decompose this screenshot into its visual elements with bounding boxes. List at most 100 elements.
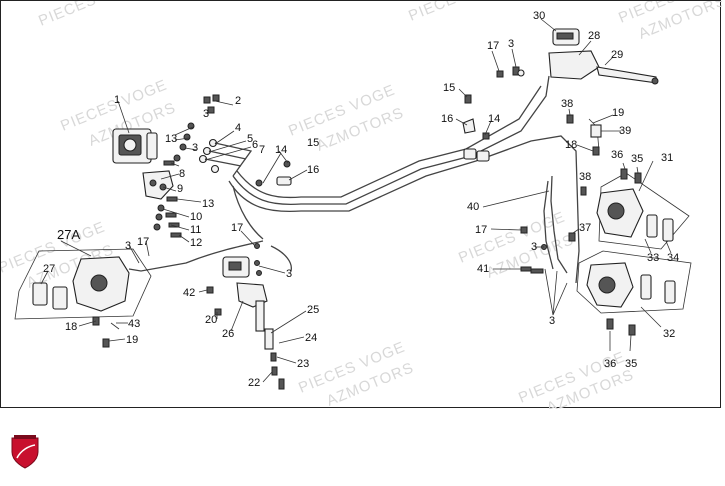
part-label: 37 [579,222,591,234]
bracket-bolt [149,179,157,187]
washer [157,204,165,212]
hose-link [208,150,247,160]
caliper-group-outline [14,248,152,320]
clip [568,232,576,242]
bolt [207,106,215,114]
part-label: 3 [508,38,514,50]
clip [254,243,260,249]
part-label: 41 [477,263,489,275]
part-label: 14 [275,144,287,156]
part-label: 16 [441,113,453,125]
brake-pad [664,280,676,304]
part-label: 14 [488,113,500,125]
part-label: 36 [604,358,616,370]
front-hose-40b [543,180,554,270]
part-label: 33 [647,252,659,264]
bolt [212,94,220,102]
part-label: 27 [43,263,55,275]
rear-brake-hose [128,240,264,272]
part-label: 7 [259,144,265,156]
brake-pad [32,282,48,306]
washer [179,143,187,151]
part-label: 17 [475,224,487,236]
bolt [520,266,532,272]
abs-bracket [142,170,174,200]
part-labels: 1 2 4 5 6 7 3 3 13 8 9 13 10 11 12 14 15… [43,10,679,389]
part-label: 35 [631,153,643,165]
azmotors-logo [11,435,39,469]
bolt [530,268,544,274]
abs-port [123,138,137,152]
clip [254,260,260,266]
front-caliper-lower [576,250,692,336]
part-label: 4 [235,122,241,134]
clip [271,366,278,376]
brake-switch-group [566,114,602,196]
leader-lines [40,18,672,383]
rear-master-cylinder [206,243,285,390]
front-master-body [548,50,600,80]
part-label: 19 [126,334,138,346]
part-label: 8 [179,168,185,180]
abs-module [112,128,158,164]
piston [598,276,616,294]
bolt [203,96,211,104]
front-hose-40 [550,175,568,274]
part-label: 3 [125,240,131,252]
part-label: 36 [611,149,623,161]
bolt [520,226,528,234]
part-label: 34 [667,252,679,264]
part-label: 23 [297,358,309,370]
brake-pad [662,218,674,242]
brake-switch [590,124,602,138]
part-label: 1 [114,94,120,106]
part-label: 22 [248,377,260,389]
part-label: 5 [247,133,253,145]
part-label: 15 [443,82,455,94]
part-label: 18 [65,321,77,333]
front-brake-hose-lower [228,135,580,284]
bolt [606,318,614,330]
part-label: 28 [588,30,600,42]
push-rod [255,300,265,332]
part-label: 3 [286,268,292,280]
bolt [102,338,110,348]
part-label: 2 [235,95,241,107]
part-label: 10 [190,211,202,223]
hose-upper [236,85,542,199]
part-label: 40 [467,201,479,213]
banjo-fitting [517,69,525,77]
part-label: 9 [177,183,183,195]
screw [580,186,587,196]
part-label: 16 [307,164,319,176]
part-label: 27A [57,227,80,242]
reservoir-cap [556,32,574,40]
part-label: 25 [307,304,319,316]
part-label: 17 [231,222,243,234]
hose-junction [476,150,490,162]
push-rod-end [264,328,274,350]
washer [173,154,181,162]
hose-link [204,158,242,167]
part-label: 35 [625,358,637,370]
clip [592,146,600,156]
washer [183,133,191,141]
brake-pad [52,286,68,310]
part-label: 6 [252,139,258,151]
bolt [163,160,175,166]
washer [153,223,161,231]
part-label: 20 [205,314,217,326]
piston [607,202,625,220]
bolt [482,132,490,140]
bolt [634,172,642,184]
rear-master-hose [270,245,292,272]
part-label: 17 [487,40,499,52]
part-label: 17 [137,236,149,248]
washer [155,213,163,221]
clip [255,179,263,187]
diagram-frame: PIECES VOGE AZMOTORS PIECES VOGE AZMOTOR… [0,0,722,409]
brake-lever [596,66,658,84]
part-label: 13 [202,198,214,210]
brake-pad [646,214,658,238]
hose-junction [463,148,477,160]
